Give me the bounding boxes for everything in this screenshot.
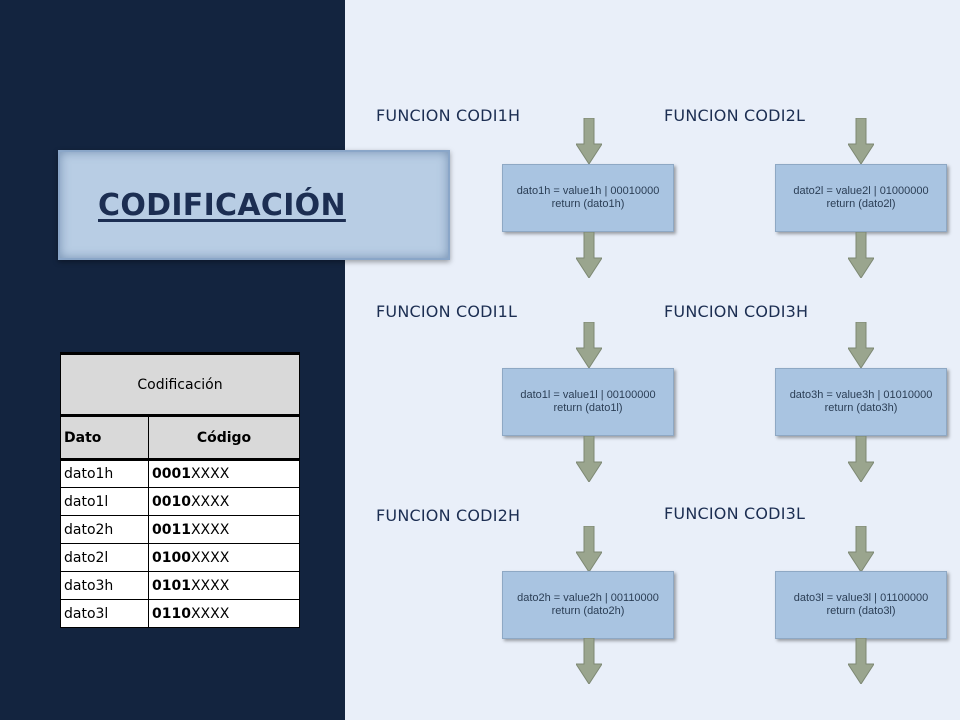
table-row: dato3l 0110XXXX [60, 599, 300, 628]
code-bold: 0011 [152, 521, 191, 538]
function-line-1: dato1l = value1l | 00100000 [520, 389, 656, 401]
function-box-codi3l: dato3l = value3l | 01100000 return (dato… [775, 571, 947, 639]
dato-cell: dato2l [60, 543, 149, 572]
function-label-codi1l: FUNCION CODI1L [376, 302, 518, 321]
down-arrow-icon [576, 436, 602, 482]
down-arrow-icon [848, 232, 874, 278]
dato-cell: dato1l [60, 487, 149, 516]
function-box-codi3h: dato3h = value3h | 01010000 return (dato… [775, 368, 947, 436]
code-bold: 0110 [152, 605, 191, 622]
code-rest: XXXX [190, 605, 230, 622]
function-line-2: return (dato1h) [551, 198, 625, 210]
code-bold: 0100 [152, 549, 191, 566]
down-arrow-icon [576, 526, 602, 572]
function-label-codi3h: FUNCION CODI3H [664, 302, 809, 321]
column-header-codigo: Código [148, 415, 300, 460]
function-label-codi2h: FUNCION CODI2H [376, 506, 521, 525]
down-arrow-icon [576, 638, 602, 684]
down-arrow-icon [576, 232, 602, 278]
function-line-2: return (dato2l) [826, 198, 896, 210]
function-box-codi2l: dato2l = value2l | 01000000 return (dato… [775, 164, 947, 232]
function-line-1: dato2l = value2l | 01000000 [793, 185, 929, 197]
table-caption: Codificación [60, 352, 300, 417]
down-arrow-icon [848, 118, 874, 164]
dato-cell: dato2h [60, 515, 149, 544]
function-line-2: return (dato1l) [553, 402, 623, 414]
code-rest: XXXX [190, 493, 230, 510]
dato-cell: dato3l [60, 599, 149, 628]
code-cell: 0001XXXX [148, 458, 300, 488]
code-rest: XXXX [190, 521, 230, 538]
code-cell: 0100XXXX [148, 543, 300, 572]
dato-cell: dato3h [60, 571, 149, 600]
table-row: dato2h 0011XXXX [60, 515, 300, 544]
function-line-2: return (dato3l) [826, 605, 896, 617]
code-bold: 0001 [152, 466, 191, 482]
down-arrow-icon [576, 118, 602, 164]
down-arrow-icon [848, 638, 874, 684]
code-cell: 0011XXXX [148, 515, 300, 544]
down-arrow-icon [848, 436, 874, 482]
slide-title: CODIFICACIÓN [98, 188, 346, 223]
function-line-1: dato1h = value1h | 00010000 [516, 185, 660, 197]
table-row: dato3h 0101XXXX [60, 571, 300, 600]
code-cell: 0010XXXX [148, 487, 300, 516]
code-rest: XXXX [190, 549, 230, 566]
function-line-1: dato3h = value3h | 01010000 [789, 389, 933, 401]
code-cell: 0101XXXX [148, 571, 300, 600]
function-line-1: dato3l = value3l | 01100000 [793, 592, 929, 604]
down-arrow-icon [576, 322, 602, 368]
table-row: dato2l 0100XXXX [60, 543, 300, 572]
column-header-dato: Dato [60, 415, 149, 460]
dato-cell: dato1h [60, 458, 149, 488]
code-bold: 0101 [152, 577, 191, 594]
function-line-2: return (dato2h) [551, 605, 625, 617]
down-arrow-icon [848, 526, 874, 572]
table-row: dato1l 0010XXXX [60, 487, 300, 516]
table-row: dato1h 0001XXXX [60, 458, 300, 488]
codification-table: Codificación Dato Código dato1h 0001XXXX… [60, 352, 300, 628]
code-bold: 0010 [152, 493, 191, 510]
function-label-codi1h: FUNCION CODI1H [376, 106, 521, 125]
function-box-codi2h: dato2h = value2h | 00110000 return (dato… [502, 571, 674, 639]
code-cell: 0110XXXX [148, 599, 300, 628]
down-arrow-icon [848, 322, 874, 368]
function-line-1: dato2h = value2h | 00110000 [517, 592, 659, 604]
title-box: CODIFICACIÓN [58, 150, 450, 260]
code-rest: XXXX [190, 466, 230, 482]
function-box-codi1h: dato1h = value1h | 00010000 return (dato… [502, 164, 674, 232]
code-rest: XXXX [190, 577, 230, 594]
function-box-codi1l: dato1l = value1l | 00100000 return (dato… [502, 368, 674, 436]
function-label-codi3l: FUNCION CODI3L [664, 504, 806, 523]
function-label-codi2l: FUNCION CODI2L [664, 106, 806, 125]
function-line-2: return (dato3h) [824, 402, 898, 414]
